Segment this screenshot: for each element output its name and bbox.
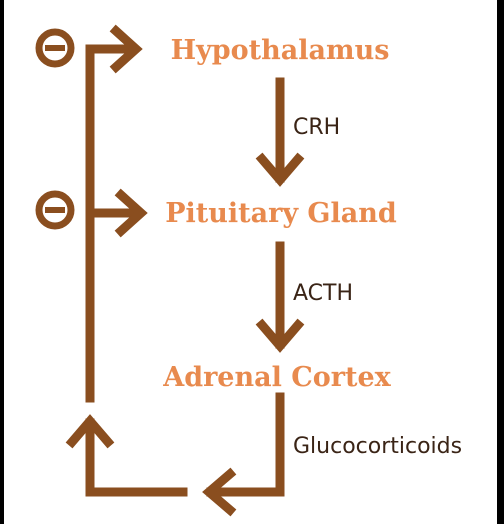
crh-arrowhead — [255, 152, 305, 187]
acth-arrowhead — [255, 318, 305, 353]
glucocorticoid-path — [206, 392, 285, 497]
edge-label-acth: ACTH — [293, 281, 353, 306]
node-adrenal-cortex: Adrenal Cortex — [162, 362, 391, 393]
edge-label-crh: CRH — [293, 115, 340, 140]
minus-circle-icon — [35, 190, 75, 230]
minus-circle-icon — [35, 28, 75, 68]
edge-label-glucocorticoids: Glucocorticoids — [293, 434, 462, 459]
glucocorticoid-arrowhead — [202, 467, 237, 517]
feedback-arrowhead-pituitary — [114, 188, 148, 238]
feedback-arrowhead-hypothalamus — [109, 24, 143, 74]
feedback-up-arrowhead — [65, 414, 115, 449]
node-pituitary-gland: Pituitary Gland — [165, 198, 397, 229]
node-hypothalamus: Hypothalamus — [171, 35, 390, 66]
